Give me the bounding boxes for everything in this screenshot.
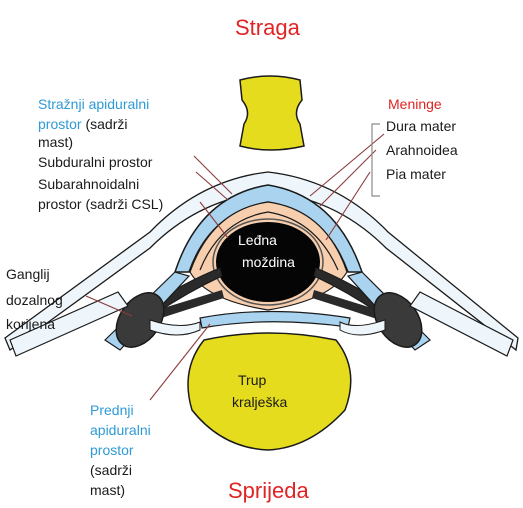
vertebral-body [188,333,351,450]
posterior-epidural-line2: prostor (sadrži [38,116,127,132]
vertebral-body-line2: kralješka [232,394,287,410]
anterior-epidural-line3: prostor [90,442,134,458]
anterior-epidural-line4: (sadrži [90,462,132,478]
subarachnoid-line1: Subarahnoidalni [38,176,139,192]
lower-lamina [150,320,200,335]
subdural-label: Subduralni prostor [38,154,152,170]
posterior-epidural-contains: (sadrži [85,116,127,132]
spinal-cord-line2: moždina [242,254,295,270]
meninges-item-pia: Pia mater [386,166,446,182]
subarachnoid-line2: prostor (sadrži CSL) [38,196,163,212]
posterior-epidural-line1: Stražnji apiduralni [38,96,149,112]
posterior-epidural-prostor: prostor [38,116,82,132]
anterior-epidural-line1: Prednji [90,402,134,418]
ganglion-line3: korijena [6,316,55,332]
meninges-title: Meninge [388,96,442,112]
anterior-label: Sprijeda [228,479,309,503]
spinous-process [240,76,304,150]
meninges-item-dura: Dura mater [386,118,456,134]
meninges-item-arachnoid: Arahnoidea [386,142,458,158]
ganglion-line2: dozalnog [6,292,63,308]
spinal-cord-line1: Leđna [238,232,277,248]
anterior-epidural-line5: mast) [90,482,125,498]
anterior-epidural-line2: apiduralni [90,422,151,438]
posterior-epidural-line3: mast) [38,134,73,150]
ganglion-line1: Ganglij [6,266,50,282]
posterior-label: Straga [235,16,300,40]
vertebral-body-line1: Trup [238,372,266,388]
meninges-bracket [372,124,380,196]
anterior-dura-band [200,312,350,329]
